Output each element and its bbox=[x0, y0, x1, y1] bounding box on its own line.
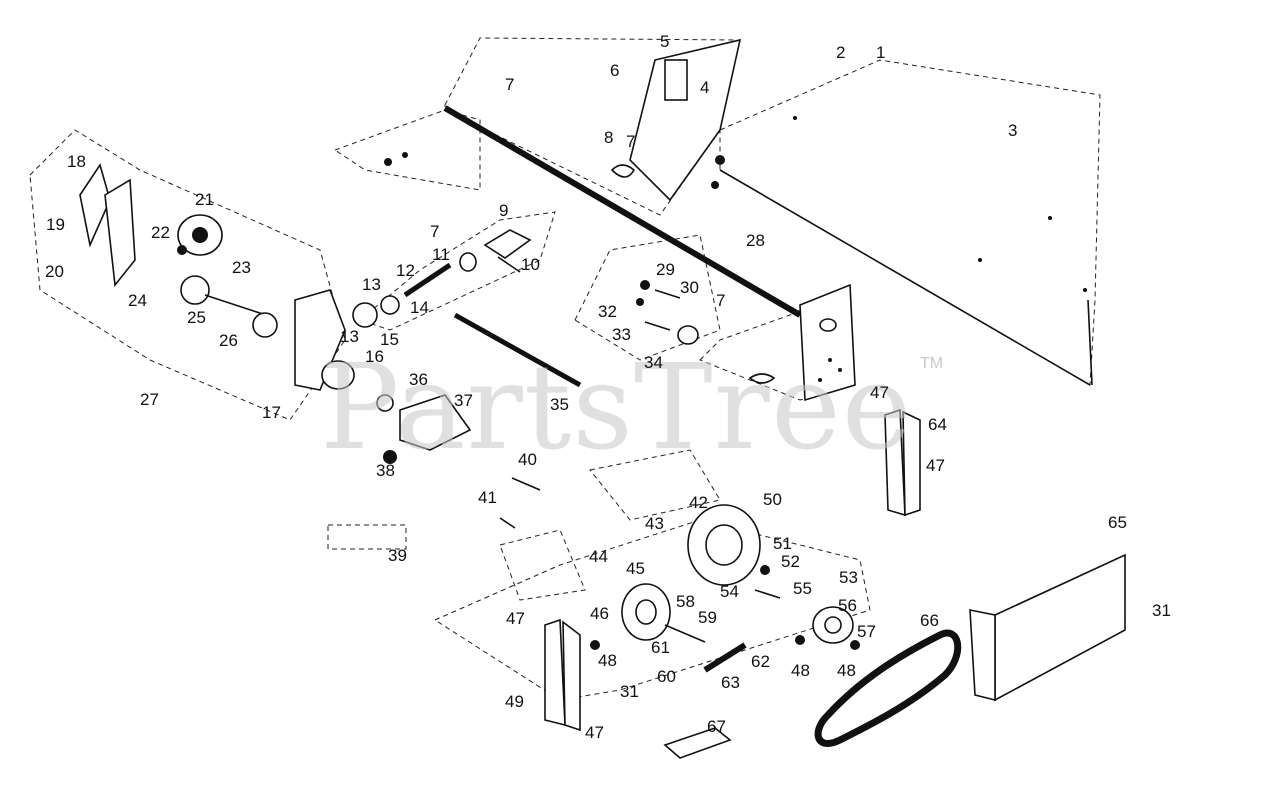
callout: 57 bbox=[857, 622, 876, 641]
callout: 50 bbox=[763, 490, 782, 509]
callout: 31 bbox=[620, 682, 639, 701]
callout: 3 bbox=[1008, 121, 1017, 140]
callout: 30 bbox=[680, 278, 699, 297]
callouts: 1 2 3 4 5 6 7 7 7 7 8 9 10 11 12 13 13 1… bbox=[45, 32, 1171, 742]
callout: 13 bbox=[362, 275, 381, 294]
drive-shaft-28 bbox=[443, 105, 802, 318]
callout: 56 bbox=[838, 596, 857, 615]
callout: 42 bbox=[689, 493, 708, 512]
v-belt-66 bbox=[814, 629, 962, 747]
callout: 62 bbox=[751, 652, 770, 671]
callout: 13 bbox=[340, 327, 359, 346]
callout: 18 bbox=[67, 152, 86, 171]
bolt-40 bbox=[511, 477, 541, 491]
callout: 11 bbox=[432, 245, 450, 264]
callout: 60 bbox=[657, 667, 676, 686]
callout: 17 bbox=[262, 403, 281, 422]
callout: 24 bbox=[128, 291, 147, 310]
callout: 14 bbox=[410, 298, 429, 317]
callout: 41 bbox=[478, 488, 497, 507]
callout: 47 bbox=[506, 609, 525, 628]
callout: 51 bbox=[773, 534, 792, 553]
callout: 19 bbox=[46, 215, 65, 234]
center-shaft-assembly bbox=[352, 211, 582, 388]
callout: 54 bbox=[720, 582, 739, 601]
callout: 7 bbox=[430, 222, 439, 241]
callout: 47 bbox=[870, 383, 889, 402]
callout: 32 bbox=[598, 302, 617, 321]
lower-assembly bbox=[433, 449, 871, 701]
callout: 7 bbox=[626, 132, 635, 151]
callout: 45 bbox=[626, 559, 645, 578]
callout: 66 bbox=[920, 611, 939, 630]
callout: 10 bbox=[521, 255, 540, 274]
callout: 20 bbox=[45, 262, 64, 281]
part-67 bbox=[663, 727, 732, 759]
callout: 27 bbox=[140, 390, 159, 409]
callout: 22 bbox=[151, 223, 170, 242]
callout: 21 bbox=[195, 190, 214, 209]
bolt-41 bbox=[499, 517, 516, 529]
side-frame-plate bbox=[699, 283, 856, 402]
callout: 7 bbox=[505, 75, 514, 94]
callout: 12 bbox=[396, 261, 415, 280]
part-39 bbox=[327, 524, 407, 550]
callout: 29 bbox=[656, 260, 675, 279]
callout: 58 bbox=[676, 592, 695, 611]
watermark: PartsTree bbox=[320, 338, 913, 476]
callout: 7 bbox=[716, 291, 725, 310]
callout: 46 bbox=[590, 604, 609, 623]
callout: 25 bbox=[187, 308, 206, 327]
callout: 35 bbox=[550, 395, 569, 414]
callout: 4 bbox=[700, 78, 709, 97]
watermark-tm: TM bbox=[920, 355, 943, 372]
callout: 44 bbox=[589, 547, 608, 566]
callout: 23 bbox=[232, 258, 251, 277]
callout: 15 bbox=[380, 330, 399, 349]
callout: 28 bbox=[746, 231, 765, 250]
callout: 47 bbox=[926, 456, 945, 475]
callout: 55 bbox=[793, 579, 812, 598]
callout: 48 bbox=[791, 661, 810, 680]
callout: 26 bbox=[219, 331, 238, 350]
callout: 5 bbox=[660, 32, 669, 51]
callout: 43 bbox=[645, 514, 664, 533]
callout: 65 bbox=[1108, 513, 1127, 532]
upper-frame bbox=[333, 37, 742, 216]
callout: 63 bbox=[721, 673, 740, 692]
callout: 36 bbox=[409, 370, 428, 389]
callout: 33 bbox=[612, 325, 631, 344]
callout: 67 bbox=[707, 717, 726, 736]
callout: 64 bbox=[928, 415, 947, 434]
callout: 47 bbox=[585, 723, 604, 742]
callout: 49 bbox=[505, 692, 524, 711]
support-legs bbox=[544, 408, 921, 732]
callout: 6 bbox=[610, 61, 619, 80]
callout: 37 bbox=[454, 391, 473, 410]
deck-plate bbox=[719, 59, 1101, 386]
callout: 1 bbox=[876, 43, 885, 62]
callout: 38 bbox=[376, 461, 395, 480]
callout: 52 bbox=[781, 552, 800, 571]
callout: 2 bbox=[836, 43, 845, 62]
callout: 48 bbox=[598, 651, 617, 670]
gearbox-housing-27 bbox=[29, 129, 355, 421]
belt-guard-65 bbox=[969, 553, 1126, 702]
lower-gear-case bbox=[376, 394, 472, 464]
mid-bracket bbox=[574, 234, 721, 361]
callout: 16 bbox=[365, 347, 384, 366]
callout: 39 bbox=[388, 546, 407, 565]
callout: 59 bbox=[698, 608, 717, 627]
callout: 31 bbox=[1152, 601, 1171, 620]
callout: 48 bbox=[837, 661, 856, 680]
callout: 34 bbox=[644, 353, 663, 372]
callout: 9 bbox=[499, 201, 508, 220]
callout: 61 bbox=[651, 638, 670, 657]
callout: 8 bbox=[604, 128, 613, 147]
callout: 40 bbox=[518, 450, 537, 469]
callout: 53 bbox=[839, 568, 858, 587]
